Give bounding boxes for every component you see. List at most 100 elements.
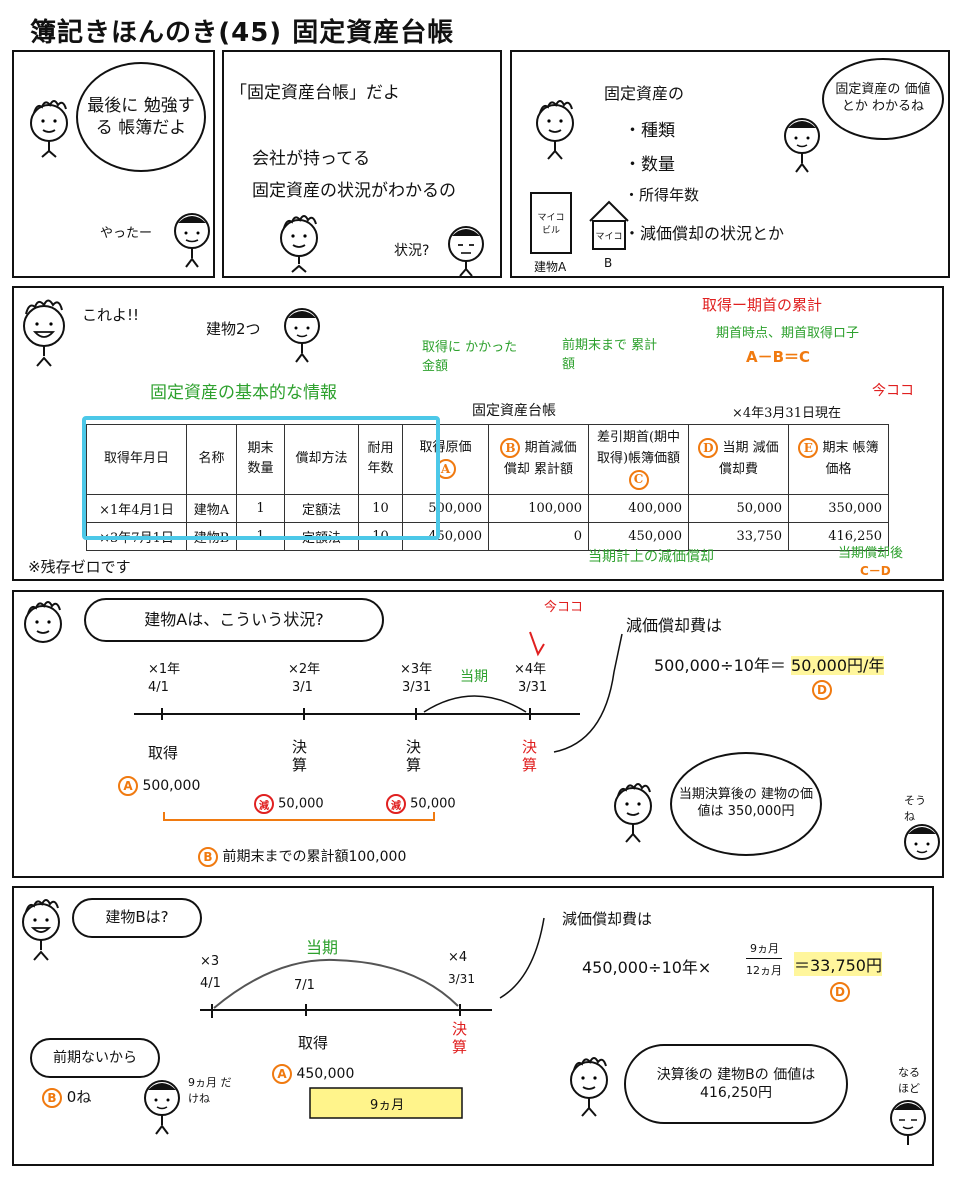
cell: 50,000 — [688, 493, 789, 523]
mark-d: D — [698, 438, 719, 459]
ledger-date: ×4年3月31日現在 — [732, 406, 841, 421]
depreciation-title: 減価償却費は — [626, 616, 723, 635]
description-line-2: 固定資産の状況がわかるの — [252, 181, 456, 201]
amount-label: 減 50,000 — [386, 794, 456, 814]
speech-bubble: 前期ないから — [30, 1038, 160, 1078]
header-closing-book-value: E 期末 帳簿価格 — [788, 424, 889, 495]
now-marker: 今ココ — [872, 383, 914, 399]
speech-bubble: 当期決算後の 建物の価値は 350,000円 — [670, 752, 822, 856]
teacher-face — [22, 899, 60, 961]
depreciation-formula: 450,000÷10年× — [582, 958, 712, 977]
annotation-difference-1: 取得ー期首の累計 — [702, 296, 823, 314]
speech-bubble: 最後に 勉強する 帳簿だよ — [76, 62, 206, 172]
header-current-depreciation: D 当期 減価償却費 — [688, 424, 789, 495]
teacher-face — [536, 100, 574, 160]
amount-text: 50,000 — [278, 796, 324, 812]
timeline-a — [134, 631, 623, 821]
mark-c: C — [628, 469, 649, 490]
panel-3: 固定資産の ・種類 ・数量 ・所得年数 ・減価償却の状況とか 固定資産の 価値と… — [510, 50, 950, 278]
cell: 500,000 — [402, 493, 489, 523]
depreciation-mark: D — [830, 982, 850, 1002]
depreciation-mark: D — [812, 680, 832, 700]
formula-result: 50,000円/年 — [791, 656, 885, 675]
amount-label: A 500,000 — [118, 776, 200, 796]
building-b-label: B — [604, 256, 613, 270]
header-useful-life: 耐用年数 — [358, 424, 403, 495]
annotation-after-depreciation: 当期償却後 — [838, 546, 904, 561]
page-title: 簿記きほんのき(45) 固定資産台帳 — [30, 18, 455, 48]
acquisition-amount: A 450,000 — [272, 1064, 354, 1084]
tick-date: 7/1 — [294, 978, 315, 993]
building-b-icon: マイコ — [592, 220, 626, 250]
annotation-prev-total: 前期末まで 累計額 — [562, 338, 658, 372]
header-text: 期末 帳簿価格 — [822, 440, 879, 477]
sou-text: そうね — [904, 794, 926, 823]
cell: 416,250 — [788, 521, 889, 551]
depreciation-result: ＝33,750円 — [794, 952, 882, 976]
amount-label: 減 50,000 — [254, 794, 324, 814]
nine-only-text: 9ヵ月 だけね — [188, 1076, 232, 1105]
panel-5: 建物Aは、こういう状況? 今ココ ×1年 4/1 ×2年 3/1 ×3年 3/3… — [12, 590, 944, 878]
header-name: 名称 — [186, 424, 237, 495]
panel-4: これよ!! 建物2つ 固定資産の基本的な情報 取得に かかった金額 前期末まで … — [12, 286, 944, 581]
ledger-name-text: 「固定資産台帳」だよ — [230, 83, 400, 103]
list-item-years: ・所得年数 — [624, 186, 700, 204]
cell: 450,000 — [588, 521, 689, 551]
current-period-label: 当期 — [306, 938, 339, 957]
header-acquisition-date: 取得年月日 — [86, 424, 187, 495]
amount-text: 450,000 — [296, 1066, 355, 1082]
tick-date: 4/1 — [200, 976, 221, 991]
student-face — [448, 226, 484, 277]
prev-zero-text: 0ね — [66, 1088, 92, 1106]
basic-info-label: 固定資産の基本的な情報 — [150, 383, 337, 403]
panel-1: 最後に 勉強する 帳簿だよ やったー — [12, 50, 215, 278]
annotation-difference-2: 期首時点、期首取得ロ子 — [716, 326, 860, 341]
teacher-face — [614, 783, 652, 843]
cell: 0 — [488, 521, 589, 551]
tick-date: 3/31 — [402, 680, 432, 695]
description-line-1: 会社が持ってる — [252, 149, 371, 169]
teacher-face — [24, 601, 62, 643]
ledger-title: 固定資産台帳 — [472, 403, 556, 419]
mark-d: D — [830, 982, 850, 1002]
depreciation-title: 減価償却費は — [562, 910, 653, 928]
kore-text: これよ!! — [82, 306, 140, 324]
annotation-current-depreciation: 当期計上の減価償却 — [588, 549, 714, 565]
mark-a: A — [272, 1064, 292, 1084]
student-face — [904, 824, 940, 860]
tick-year: ×1年 — [148, 662, 181, 677]
panel-6: 建物Bは? 当期 ×3 4/1 7/1 ×4 3/31 取得 決 算 A 450… — [12, 886, 934, 1166]
header-text: 期首減価償却 累計額 — [503, 440, 577, 477]
cell: 350,000 — [788, 493, 889, 523]
formula-text: 500,000÷10年＝ — [654, 656, 786, 675]
timeline-b — [200, 917, 545, 1119]
annotation-formula: A－B＝C — [746, 348, 811, 366]
cell: 400,000 — [588, 493, 689, 523]
nine-months-label: 9ヵ月 — [370, 1098, 405, 1113]
cell: 100,000 — [488, 493, 589, 523]
mark-b: B — [42, 1087, 62, 1108]
header-quantity: 期末数量 — [236, 424, 285, 495]
event-label: 決 算 — [522, 738, 538, 774]
speech-bubble: 建物Aは、こういう状況? — [84, 598, 384, 642]
mark-b: B — [198, 847, 218, 867]
teacher-face — [280, 215, 318, 273]
student-face — [284, 308, 320, 363]
prev-zero: B 0ね — [42, 1086, 91, 1108]
student-face — [174, 213, 210, 268]
mark-d: D — [812, 680, 832, 700]
residual-note: ※残存ゼロです — [28, 558, 131, 576]
annotation-acquisition: 取得に かかった金額 — [422, 340, 518, 374]
speech-bubble: 決算後の 建物Bの 価値は 416,250円 — [624, 1044, 848, 1124]
fraction-numerator: 9ヵ月 — [750, 942, 779, 955]
mark-e: E — [798, 438, 819, 459]
annotation-after-formula: C－D — [860, 564, 891, 578]
now-marker: 今ココ — [544, 600, 584, 615]
mark-dep: 減 — [254, 794, 274, 814]
fraction-bar — [746, 958, 782, 959]
event-label: 決 算 — [452, 1020, 468, 1056]
list-item-depreciation: ・減価償却の状況とか — [624, 224, 785, 243]
